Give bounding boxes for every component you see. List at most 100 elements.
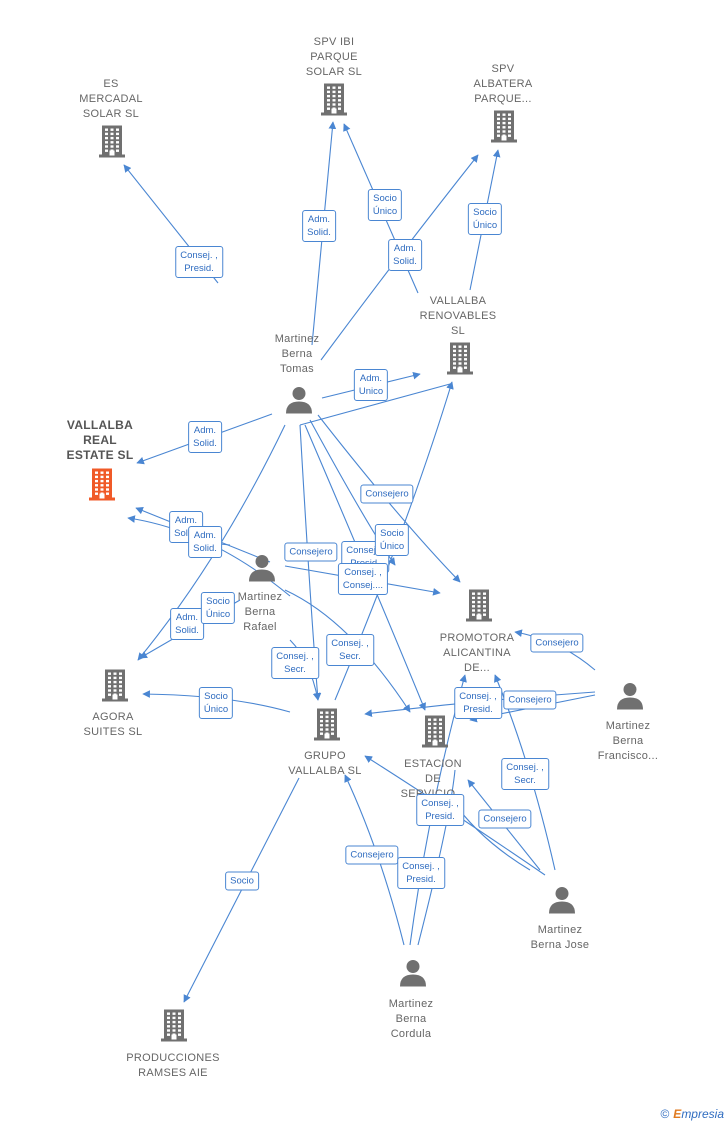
copyright-symbol: © [660,1107,670,1121]
edge-label-line: Solid. [174,528,198,539]
edge-label[interactable]: Consej. ,Consej.... [337,563,389,595]
building-icon[interactable] [89,467,115,506]
node-label-es-mercadal[interactable]: ES MERCADAL SOLAR SL [79,77,143,122]
edge-label-line: Adm. [359,373,383,384]
building-icon[interactable] [102,668,128,707]
node-label-line: Martinez [537,924,583,936]
edge-line [299,383,451,426]
edge-label[interactable]: Adm.Solid. [302,210,336,242]
node-label-line: Berna [281,348,313,360]
node-label-line: Martinez [237,591,283,603]
edge-label-line: Consej. , [402,861,440,872]
edge-label-line: Presid. [184,263,214,274]
edge-label-line: Consej. , [346,545,384,556]
person-icon[interactable] [547,885,577,920]
edge-label[interactable]: Adm. Solid. [388,239,422,271]
edge-label[interactable]: Socio [225,871,259,891]
edge-label-line: Solid. [175,625,199,636]
building-icon[interactable] [321,82,347,121]
node-label-line: ESTATE SL [66,448,134,462]
node-label-line: SOLAR SL [82,108,140,120]
edge-label-line: Consej. , [331,638,369,649]
building-icon[interactable] [447,341,473,380]
edge-label[interactable]: Consejero [284,542,338,562]
node-label-line: Martinez [605,720,651,732]
edge-label[interactable]: Consej. ,Presid. [454,687,502,719]
building-icon[interactable] [491,109,517,148]
node-label-line: DE... [464,662,490,674]
node-label-line: AGORA [92,711,134,723]
node-label-line: Francisco... [597,750,659,762]
node-label-line: Martinez [388,998,434,1010]
brand-initial: E [673,1107,682,1121]
edge-label-line: Adm. [393,243,417,254]
edge-label[interactable]: Adm.Solid. [188,421,222,453]
edge-label-line: Consej. , [180,250,218,261]
node-label-line: ALICANTINA [443,647,511,659]
edge-label[interactable]: Consej. ,Secr. [271,647,319,679]
edge-label-line: Consej. , [344,567,382,578]
edge-label[interactable]: Consej. , Presid. [175,246,223,278]
edge-label[interactable]: Consejero [360,484,414,504]
edge-label[interactable]: Adm.Solid. [170,608,204,640]
person-icon[interactable] [398,958,428,993]
person-icon[interactable] [615,681,645,716]
edge-label[interactable]: Consejero [503,690,557,710]
edge-line [417,769,456,946]
edge-label[interactable]: Consej. ,Presid. [416,794,464,826]
node-label-line: Cordula [390,1028,432,1040]
node-label-line: ESTACION [404,758,462,770]
edge-label-line: Socio [373,193,397,204]
edge-label-line: Único [372,206,398,217]
edge-label[interactable]: Adm.Unico [353,369,389,401]
edge-label-line: Único [203,704,229,715]
edge-label-line: Consej. , [459,691,497,702]
edge-label-line: Solid. [193,543,217,554]
building-icon[interactable] [314,707,340,746]
edge-label[interactable]: Consejero [530,633,584,653]
node-label-line: MERCADAL [79,93,143,105]
edge-label-line: Único [205,609,231,620]
node-label-line: VALLALBA [66,418,134,432]
building-icon[interactable] [466,588,492,627]
edge-label-line: Consejero [289,546,333,558]
person-icon[interactable] [247,553,277,588]
edge-label-line: Socio [206,596,230,607]
edge-label-line: Solid. [307,227,331,238]
building-icon[interactable] [161,1008,187,1047]
edge-label[interactable]: Consejero [478,809,532,829]
brand-name: mpresia [681,1107,724,1121]
edge-label-line: Solid. [393,256,417,267]
building-icon[interactable] [99,124,125,163]
edge-label[interactable]: Consej. ,Presid. [397,857,445,889]
edge-label[interactable]: Consej. ,Secr. [326,634,374,666]
edge-label[interactable]: Adm.Solid. [188,526,222,558]
node-label-line: ES [103,78,119,90]
person-icon[interactable] [284,385,314,420]
building-icon[interactable] [422,714,448,753]
node-label-line: ALBATERA [473,78,533,90]
edge-label-line: Único [472,220,498,231]
edge-label[interactable]: Consejero [345,845,399,865]
edge-label-line: Secr. [514,775,536,786]
edge-label[interactable]: Consej. ,Secr. [501,758,549,790]
node-label-line: PRODUCCIONES [126,1052,220,1064]
